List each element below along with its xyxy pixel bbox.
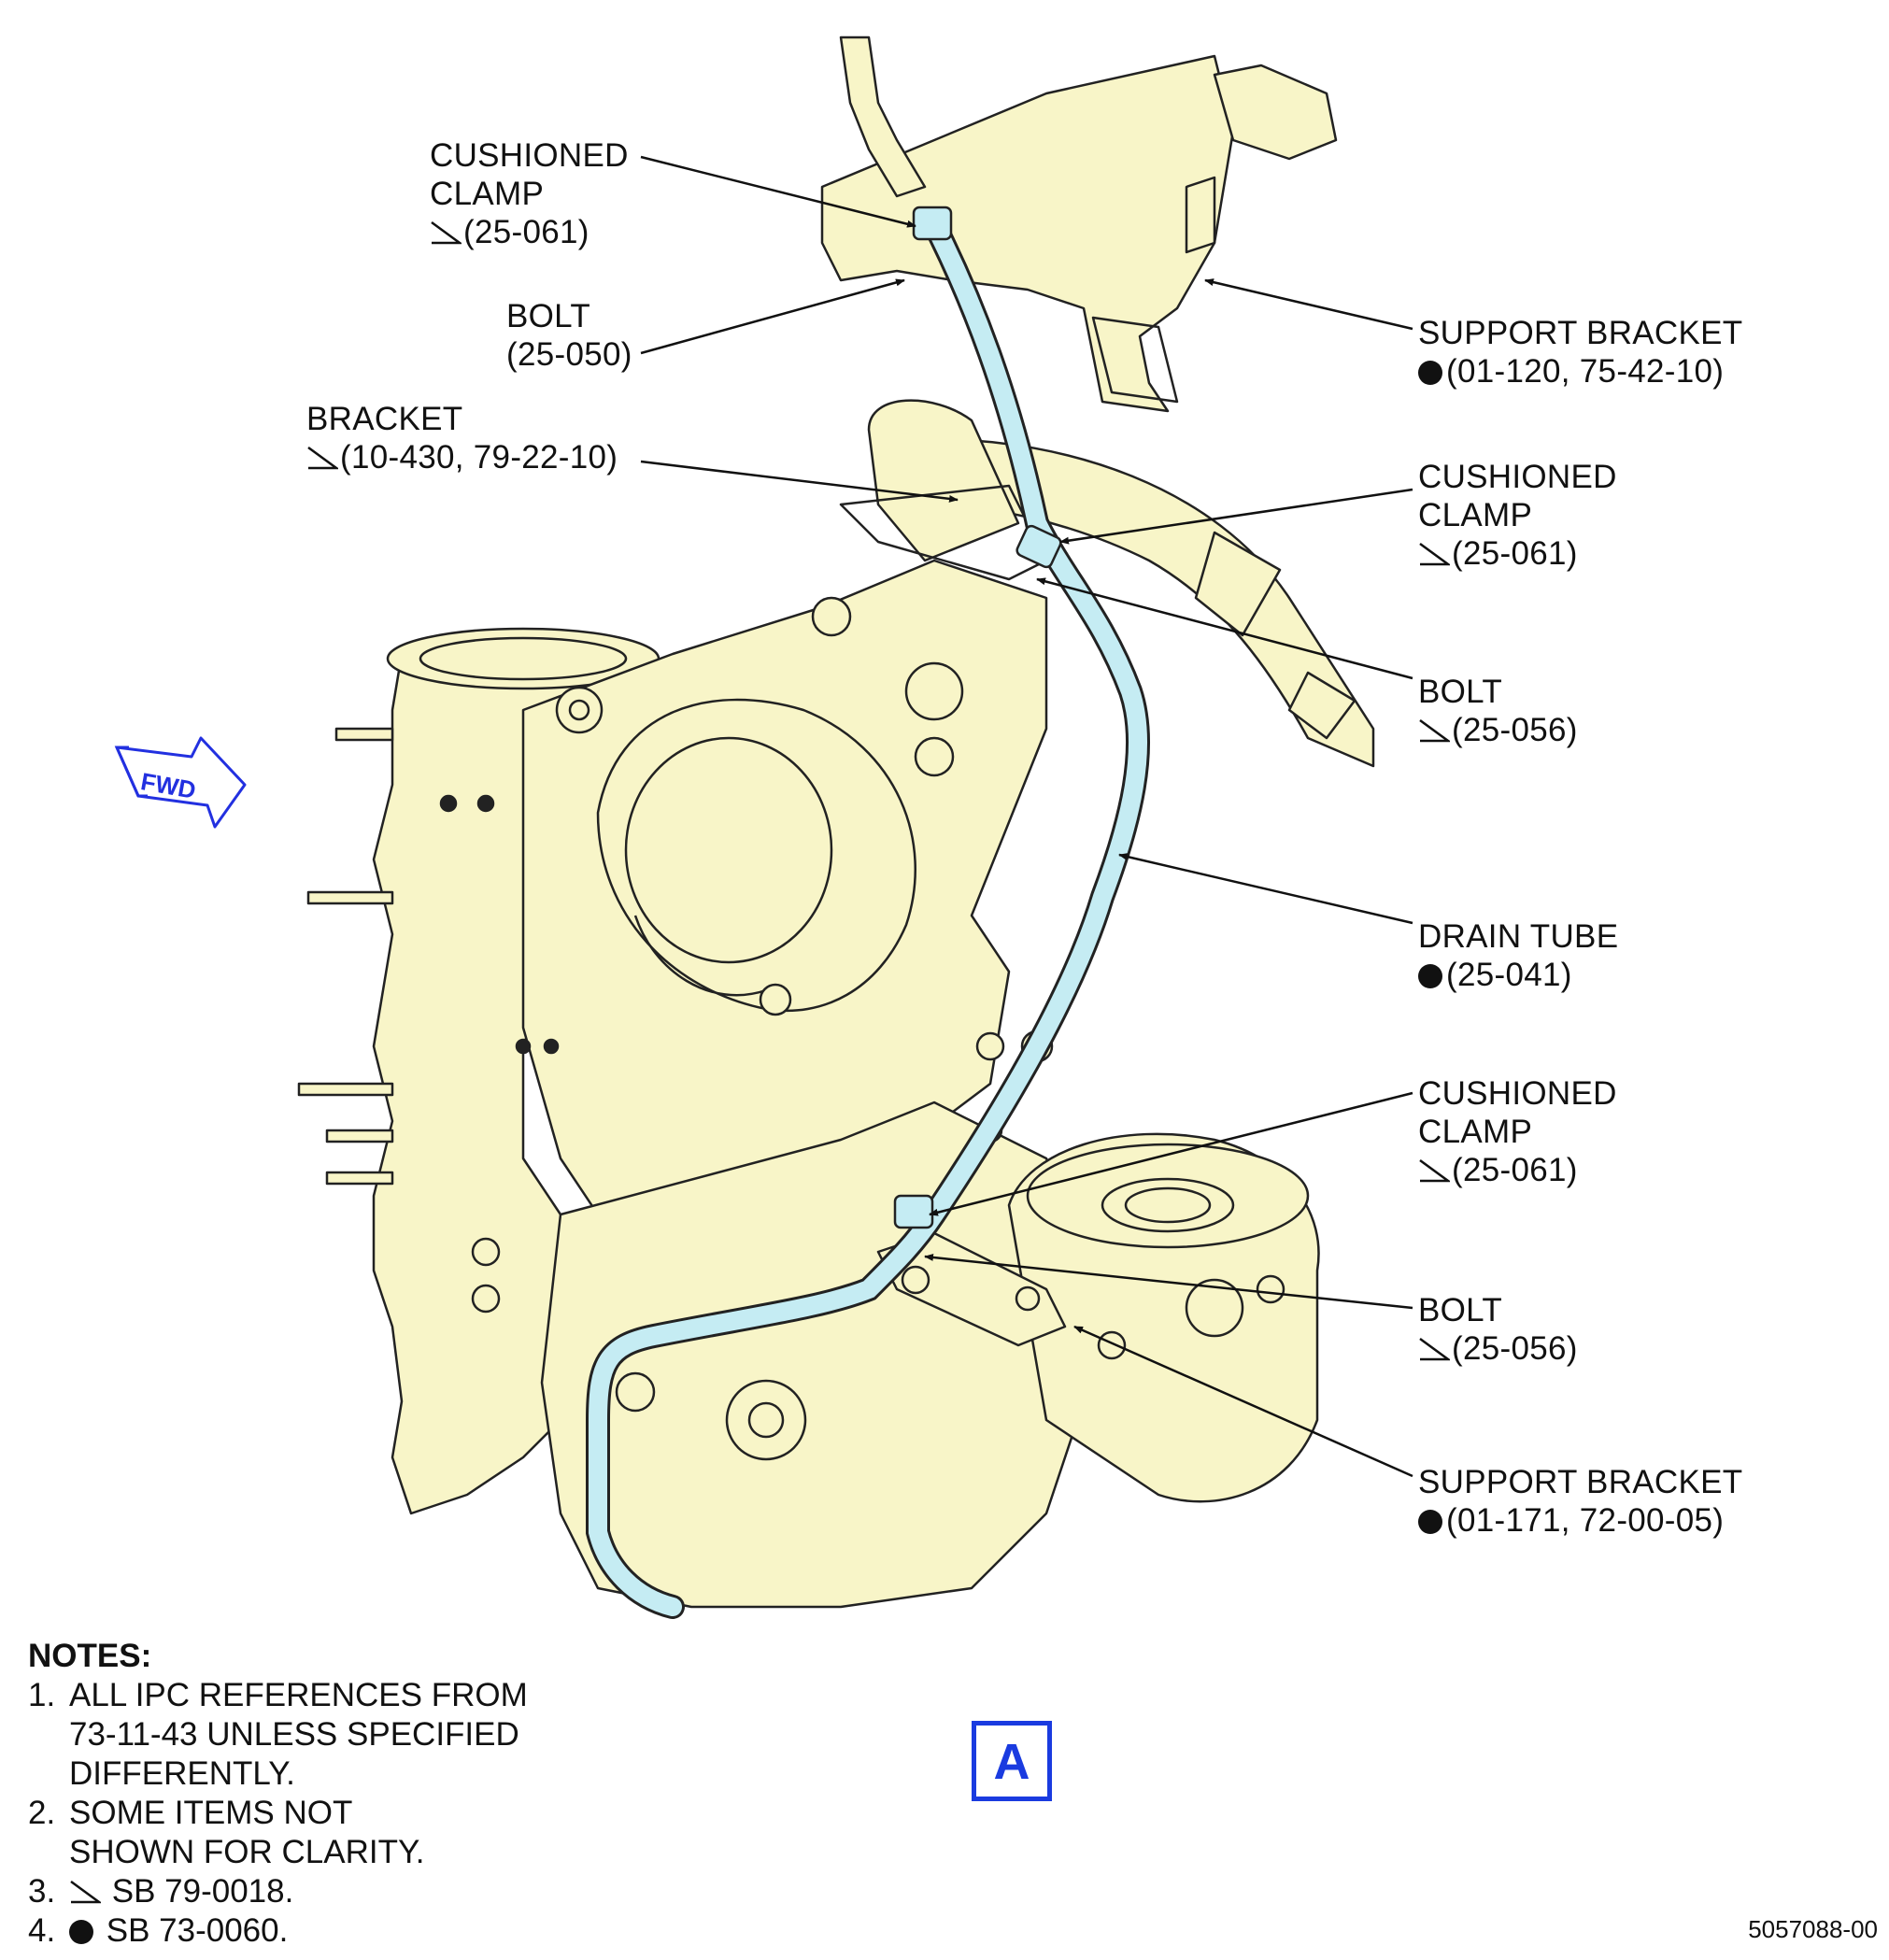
callout-line: BRACKET	[306, 401, 463, 437]
callout-line: CLAMP	[1418, 497, 1533, 533]
callout-line: BOLT	[1418, 674, 1503, 710]
note-4: 4. SB 73-0060.	[28, 1911, 528, 1951]
note-line: SOME ITEMS NOT	[69, 1795, 353, 1831]
callout-drain-tube: DRAIN TUBE (25-041)	[1418, 917, 1618, 994]
callout-ref: (25-041)	[1446, 957, 1572, 993]
callout-line: SUPPORT BRACKET	[1418, 1464, 1743, 1500]
callout-ref: (25-061)	[1452, 535, 1578, 572]
callout-line: DRAIN TUBE	[1418, 918, 1619, 955]
callout-ref: (25-061)	[1452, 1152, 1578, 1188]
dot-bullet-icon	[69, 1920, 93, 1944]
view-label-box: A	[972, 1721, 1052, 1801]
callout-cushioned-clamp-mid: CUSHIONED CLAMP (25-061)	[1418, 458, 1617, 573]
triangle-flag-icon	[1419, 1158, 1450, 1183]
callout-line: SUPPORT BRACKET	[1418, 315, 1743, 351]
callout-line: BOLT	[1418, 1292, 1503, 1328]
note-number: 3.	[28, 1873, 56, 1910]
triangle-flag-icon	[70, 1880, 101, 1904]
callout-bracket: BRACKET (10-430, 79-22-10)	[306, 400, 618, 476]
callout-line: CUSHIONED	[430, 137, 629, 174]
fwd-arrow: FWD	[114, 736, 247, 829]
callout-cushioned-clamp-top: CUSHIONED CLAMP (25-061)	[430, 136, 629, 251]
triangle-flag-icon	[431, 220, 462, 245]
triangle-flag-icon	[1419, 542, 1450, 566]
callout-ref: (25-061)	[463, 214, 589, 250]
callout-ref: (25-056)	[1452, 712, 1578, 748]
note-line: SB 73-0060.	[106, 1912, 289, 1949]
callout-line: CUSHIONED	[1418, 459, 1617, 495]
callout-support-bracket-low: SUPPORT BRACKET (01-171, 72-00-05)	[1418, 1463, 1742, 1540]
callout-line: CLAMP	[1418, 1114, 1533, 1150]
note-line: SHOWN FOR CLARITY.	[69, 1834, 425, 1870]
notes-title: NOTES:	[28, 1638, 152, 1674]
dot-bullet-icon	[1418, 1510, 1442, 1534]
dot-bullet-icon	[1418, 964, 1442, 988]
triangle-flag-icon	[1419, 718, 1450, 743]
engine-body	[297, 36, 1375, 1609]
leader-lines	[640, 155, 1413, 1478]
note-number: 2.	[28, 1795, 56, 1831]
callout-ref: (01-171, 72-00-05)	[1446, 1502, 1725, 1539]
drawing-number: 5057088-00	[1748, 1915, 1878, 1943]
note-3: 3. SB 79-0018.	[28, 1872, 528, 1911]
callout-line: CLAMP	[430, 176, 545, 212]
callout-ref: (25-050)	[506, 336, 632, 373]
note-line: SB 79-0018.	[111, 1873, 294, 1910]
triangle-flag-icon	[1419, 1337, 1450, 1361]
note-number: 1.	[28, 1677, 56, 1713]
callout-support-bracket-top: SUPPORT BRACKET (01-120, 75-42-10)	[1418, 314, 1742, 391]
callout-ref: (25-056)	[1452, 1330, 1578, 1367]
callout-bolt-low: BOLT (25-056)	[1418, 1291, 1578, 1368]
callout-cushioned-clamp-low: CUSHIONED CLAMP (25-061)	[1418, 1074, 1617, 1189]
callout-ref: (01-120, 75-42-10)	[1446, 353, 1725, 390]
callout-line: CUSHIONED	[1418, 1075, 1617, 1112]
callout-ref: (10-430, 79-22-10)	[340, 439, 618, 476]
note-line: ALL IPC REFERENCES FROM	[69, 1677, 528, 1713]
callout-line: BOLT	[506, 298, 591, 334]
callout-bolt-mid: BOLT (25-056)	[1418, 673, 1578, 749]
note-line: DIFFERENTLY.	[69, 1755, 295, 1792]
note-number: 4.	[28, 1912, 56, 1949]
note-line: 73-11-43 UNLESS SPECIFIED	[69, 1716, 519, 1753]
triangle-flag-icon	[307, 446, 338, 470]
callout-bolt-top: BOLT (25-050)	[506, 297, 632, 374]
dot-bullet-icon	[1418, 361, 1442, 385]
view-label: A	[993, 1734, 1030, 1790]
